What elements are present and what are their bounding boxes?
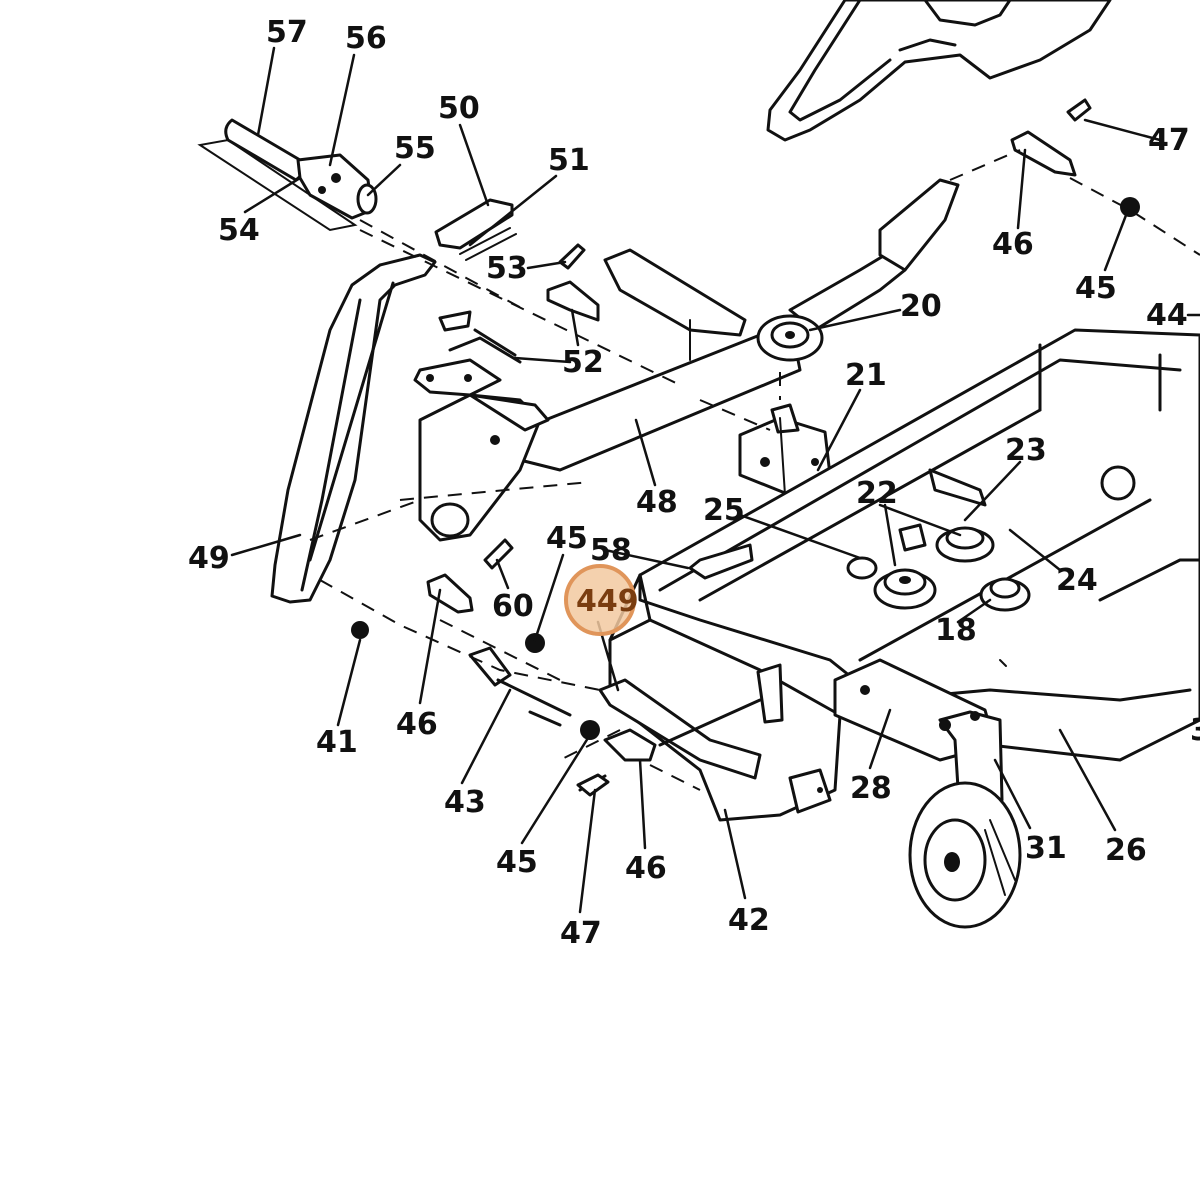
callout-labels: 57 56 55 54 50 51 53 52 47 46 45 44 20 2… (188, 15, 1200, 951)
drive-shaft (197, 118, 378, 232)
label-58[interactable]: 58 (590, 533, 632, 568)
spindles (846, 468, 1031, 612)
label-47-top[interactable]: 47 (1148, 123, 1190, 158)
bracket-50-51 (434, 198, 517, 261)
highlight-circle[interactable] (564, 564, 636, 636)
pins-52-53 (438, 243, 600, 364)
idler-arm-20 (756, 178, 960, 362)
label-24[interactable]: 24 (1056, 563, 1098, 598)
label-49[interactable]: 49 (188, 541, 230, 576)
label-31[interactable]: 31 (1025, 831, 1067, 866)
label-42[interactable]: 42 (728, 903, 770, 938)
label-28[interactable]: 28 (850, 771, 892, 806)
label-43[interactable]: 43 (444, 785, 486, 820)
label-25[interactable]: 25 (703, 493, 745, 528)
label-45-mid[interactable]: 45 (546, 521, 588, 556)
label-20[interactable]: 20 (900, 289, 942, 324)
construction-lines (309, 149, 1200, 791)
lift-bar-49 (270, 253, 437, 604)
label-23[interactable]: 23 (1005, 433, 1047, 468)
wheel-assembly (833, 658, 1022, 929)
label-26[interactable]: 26 (1105, 833, 1147, 868)
front-baffle-42 (608, 573, 842, 822)
label-48[interactable]: 48 (636, 485, 678, 520)
label-60[interactable]: 60 (492, 589, 534, 624)
label-3-edge[interactable]: 3 (1190, 713, 1200, 748)
highlight-label[interactable]: 449 (576, 584, 639, 619)
label-45-bot[interactable]: 45 (496, 845, 538, 880)
leader-lines (230, 46, 1200, 914)
label-56[interactable]: 56 (345, 21, 387, 56)
label-50[interactable]: 50 (438, 91, 480, 126)
label-41[interactable]: 41 (316, 725, 358, 760)
gearbox-21 (738, 403, 832, 497)
label-51[interactable]: 51 (548, 143, 590, 178)
label-46-bot[interactable]: 46 (625, 851, 667, 886)
label-44-top[interactable]: 44 (1146, 298, 1188, 333)
highlighted-callout[interactable]: 449 (564, 564, 639, 636)
label-53[interactable]: 53 (486, 251, 528, 286)
label-54[interactable]: 54 (218, 213, 260, 248)
label-46-top[interactable]: 46 (992, 227, 1034, 262)
label-55[interactable]: 55 (394, 131, 436, 166)
label-57[interactable]: 57 (266, 15, 308, 50)
linkage-43 (351, 98, 1140, 797)
illustration (197, 0, 1200, 929)
label-18[interactable]: 18 (935, 613, 977, 648)
label-46-mid[interactable]: 46 (396, 707, 438, 742)
label-52[interactable]: 52 (562, 345, 604, 380)
label-21[interactable]: 21 (845, 358, 887, 393)
label-22[interactable]: 22 (856, 476, 898, 511)
label-47-bot[interactable]: 47 (560, 916, 602, 951)
label-45-top[interactable]: 45 (1075, 271, 1117, 306)
belt-assembly (766, 0, 1112, 142)
